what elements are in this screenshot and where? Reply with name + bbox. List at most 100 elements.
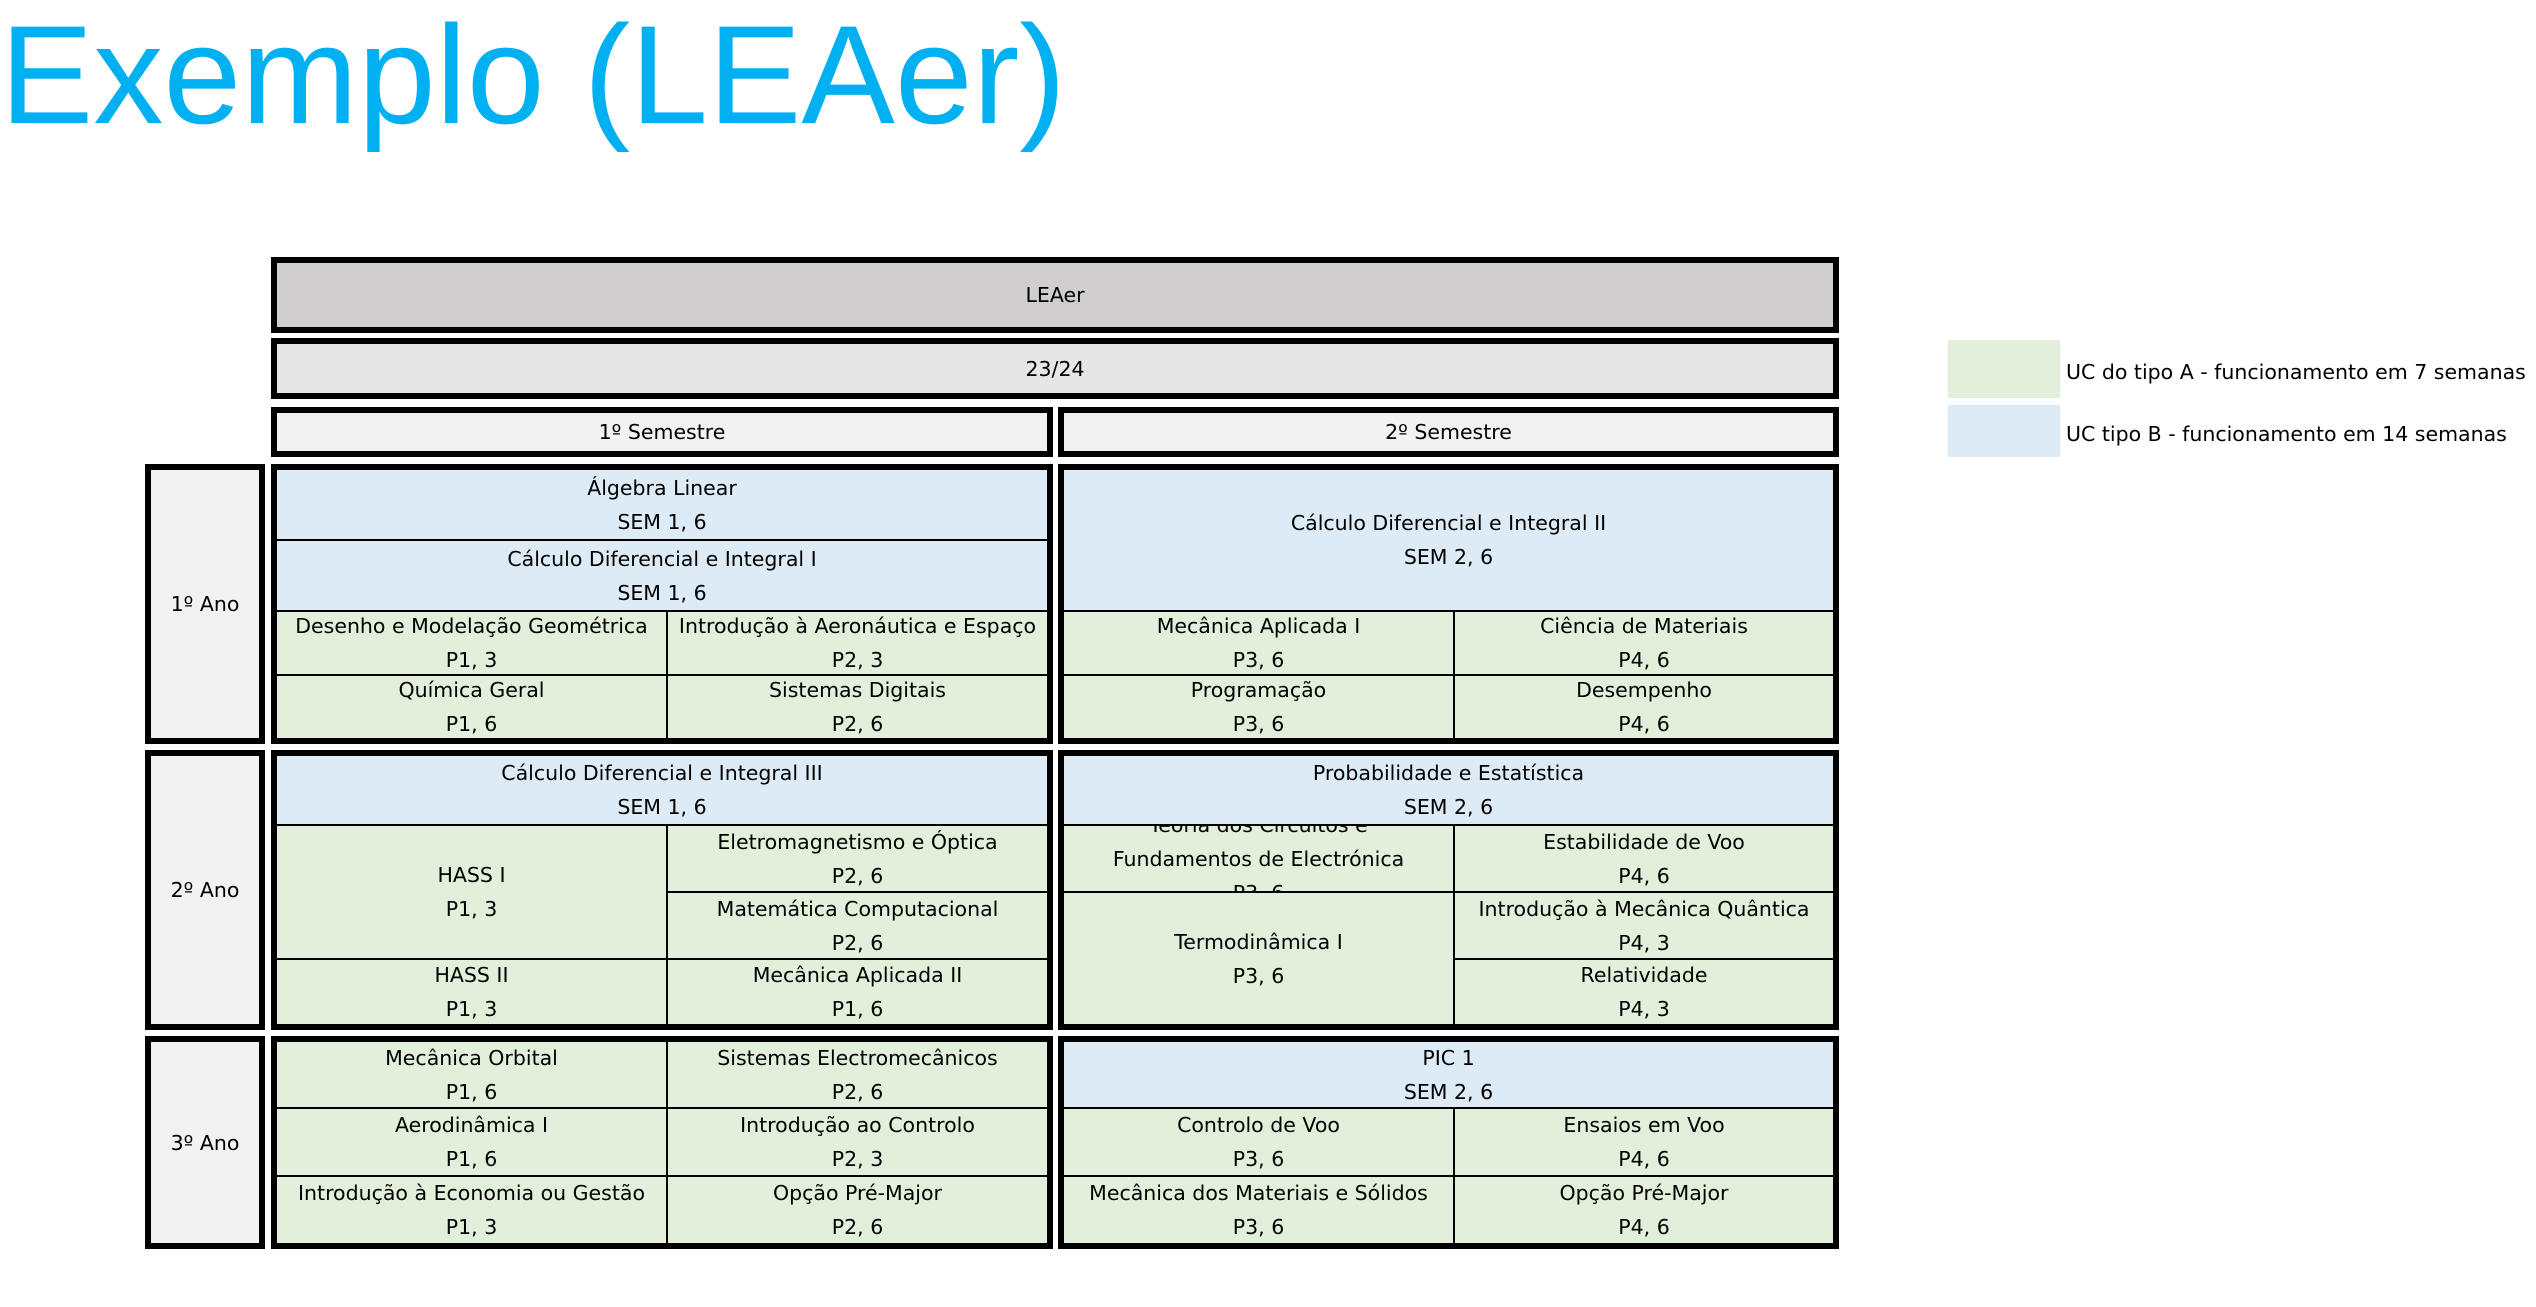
semester-1-header: 1º Semestre — [271, 407, 1053, 457]
course-info: P2, 3 — [831, 1147, 884, 1171]
course-cell: Opção Pré-Major P4, 6 — [1455, 1177, 1833, 1243]
course-cell: Cálculo Diferencial e Integral III SEM 1… — [277, 756, 1047, 824]
year-1-label-cell: 1º Ano — [145, 464, 265, 744]
course-info: P2, 6 — [831, 1215, 884, 1239]
course-name: Mecânica Aplicada I — [1156, 614, 1361, 638]
year-2-sem-2-block: Probabilidade e Estatística SEM 2, 6 Teo… — [1058, 750, 1839, 1030]
course-name: Opção Pré-Major — [1559, 1181, 1729, 1205]
course-info: P4, 6 — [1618, 648, 1670, 672]
course-info: P4, 6 — [1618, 863, 1670, 888]
year-1-label: 1º Ano — [170, 592, 240, 616]
course-cell: Termodinâmica I P3, 6 — [1064, 893, 1453, 1024]
page-title: Exemplo (LEAer) — [0, 0, 1066, 153]
course-name: Cálculo Diferencial e Integral III — [501, 761, 823, 785]
course-name: Química Geral — [398, 678, 545, 702]
year-3-label-cell: 3º Ano — [145, 1036, 265, 1249]
course-info: P2, 6 — [831, 712, 884, 736]
course-cell: Álgebra Linear SEM 1, 6 — [277, 470, 1047, 539]
year-3-label: 3º Ano — [170, 1130, 240, 1155]
course-name: Termodinâmica I — [1174, 929, 1343, 954]
course-name: Álgebra Linear — [587, 475, 737, 500]
course-name: Sistemas Electromecânicos — [717, 1045, 998, 1070]
course-info: P4, 3 — [1618, 930, 1670, 955]
course-info: P1, 3 — [445, 1215, 498, 1239]
course-info: P1, 6 — [445, 712, 498, 736]
course-info: P1, 3 — [445, 997, 498, 1021]
course-cell: Matemática Computacional P2, 6 — [668, 893, 1047, 958]
course-cell: PIC 1 SEM 2, 6 — [1064, 1042, 1833, 1107]
course-cell: Química Geral P1, 6 — [277, 676, 666, 738]
program-name: LEAer — [1025, 283, 1085, 307]
course-cell: Aerodinâmica I P1, 6 — [277, 1109, 666, 1175]
course-name: Estabilidade de Voo — [1543, 829, 1745, 854]
course-name: Mecânica Aplicada II — [752, 963, 963, 987]
legend-swatch-type-a — [1948, 340, 2060, 398]
course-cell: Controlo de Voo P3, 6 — [1064, 1109, 1453, 1175]
course-info: SEM 2, 6 — [1403, 1079, 1494, 1104]
course-cell: Mecânica Aplicada I P3, 6 — [1064, 612, 1453, 674]
academic-year-header: 23/24 — [271, 338, 1839, 399]
course-name: Aerodinâmica I — [394, 1113, 549, 1137]
course-cell: Mecânica Orbital P1, 6 — [277, 1042, 666, 1107]
semester-1-label: 1º Semestre — [598, 420, 726, 444]
course-name: Introdução à Aeronáutica e Espaço — [678, 614, 1037, 638]
course-name: Cálculo Diferencial e Integral II — [1290, 511, 1607, 535]
course-cell: Teoria dos Circuitos e Fundamentos de El… — [1064, 826, 1453, 891]
course-name: Relatividade — [1580, 963, 1708, 987]
academic-year: 23/24 — [1025, 356, 1085, 381]
course-info: P4, 3 — [1618, 997, 1670, 1021]
program-header: LEAer — [271, 257, 1839, 333]
course-name: HASS I — [437, 863, 506, 887]
course-info: P2, 6 — [831, 930, 884, 955]
course-name: Teoria dos Circuitos e Fundamentos de El… — [1112, 826, 1405, 871]
year-2-label: 2º Ano — [170, 878, 240, 902]
course-info: P3, 6 — [1233, 881, 1284, 891]
course-info: P2, 6 — [831, 1079, 884, 1104]
course-info: P1, 6 — [445, 1079, 498, 1104]
course-name: Introdução à Mecânica Quântica — [1478, 896, 1810, 921]
course-info: SEM 1, 6 — [617, 795, 707, 819]
course-name: Ensaios em Voo — [1563, 1113, 1725, 1137]
course-info: P1, 3 — [445, 648, 498, 672]
course-name: Programação — [1190, 678, 1327, 702]
course-cell: Probabilidade e Estatística SEM 2, 6 — [1064, 756, 1833, 824]
course-info: P3, 6 — [1232, 1215, 1285, 1239]
course-cell: Estabilidade de Voo P4, 6 — [1455, 826, 1833, 891]
course-info: SEM 1, 6 — [617, 509, 707, 534]
course-name: HASS II — [434, 963, 509, 987]
semester-2-header: 2º Semestre — [1058, 407, 1839, 457]
course-cell: Mecânica Aplicada II P1, 6 — [668, 960, 1047, 1024]
year-1-sem-1-block: Álgebra Linear SEM 1, 6 Cálculo Diferenc… — [271, 464, 1053, 744]
course-info: P1, 3 — [445, 897, 498, 921]
course-name: PIC 1 — [1422, 1045, 1475, 1070]
course-name: Matemática Computacional — [716, 896, 999, 921]
course-info: P2, 3 — [831, 648, 884, 672]
course-cell: Ensaios em Voo P4, 6 — [1455, 1109, 1833, 1175]
year-1-sem-2-block: Cálculo Diferencial e Integral II SEM 2,… — [1058, 464, 1839, 744]
course-cell: Introdução à Aeronáutica e Espaço P2, 3 — [668, 612, 1047, 674]
course-cell: Ciência de Materiais P4, 6 — [1455, 612, 1833, 674]
course-name: Introdução ao Controlo — [740, 1113, 975, 1137]
course-name: Controlo de Voo — [1177, 1113, 1340, 1137]
course-info: P4, 6 — [1618, 712, 1670, 736]
course-name: Opção Pré-Major — [773, 1181, 942, 1205]
year-3-sem-1-block: Mecânica Orbital P1, 6 Sistemas Electrom… — [271, 1036, 1053, 1249]
course-info: P3, 6 — [1232, 1147, 1285, 1171]
course-cell: Programação P3, 6 — [1064, 676, 1453, 738]
course-info: P4, 6 — [1618, 1215, 1670, 1239]
course-info: P1, 6 — [445, 1147, 498, 1171]
course-info: P1, 6 — [831, 997, 884, 1021]
course-name: Cálculo Diferencial e Integral I — [507, 546, 817, 571]
course-name: Desenho e Modelação Geométrica — [295, 614, 648, 638]
course-info: SEM 2, 6 — [1403, 795, 1494, 819]
course-cell: Desempenho P4, 6 — [1455, 676, 1833, 738]
legend-swatch-type-b — [1948, 405, 2060, 457]
course-info: P3, 6 — [1232, 712, 1285, 736]
course-info: SEM 2, 6 — [1403, 545, 1494, 569]
course-cell: Mecânica dos Materiais e Sólidos P3, 6 — [1064, 1177, 1453, 1243]
course-cell: Introdução ao Controlo P2, 3 — [668, 1109, 1047, 1175]
course-cell: Relatividade P4, 3 — [1455, 960, 1833, 1024]
course-info: SEM 1, 6 — [617, 580, 707, 605]
semester-2-label: 2º Semestre — [1385, 420, 1512, 444]
course-name: Introdução à Economia ou Gestão — [298, 1181, 645, 1205]
